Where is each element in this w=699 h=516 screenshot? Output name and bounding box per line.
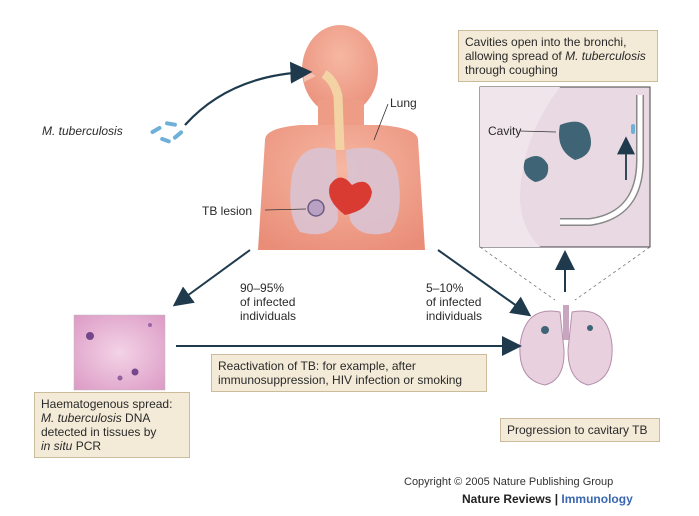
inhalation-arrow [184,61,313,126]
pct-right: 5–10% of infected individuals [426,281,482,323]
arrow-to-progression [437,249,532,317]
cavities-line1: Cavities open into the bronchi, [465,35,627,49]
lung-label: Lung [390,96,417,110]
haem-line4-text: PCR [72,439,102,453]
haem-line2-text: DNA [121,411,151,425]
cavity-leader-line [519,130,557,133]
tb-lesion-label: TB lesion [202,204,253,218]
journal-name: Nature Reviews | Immunology [462,492,633,506]
zoom-line-left [479,246,556,301]
mtb-label: M. tuberculosis [42,124,123,138]
haem-line1: Haematogenous spread: [41,397,173,411]
haem-line2-italic: M. tuberculosis [41,411,122,425]
pct-left-value: 90–95% [240,281,285,295]
reactivation-line2: immunosuppression, HIV infection or smok… [218,373,463,387]
pct-left-line2: of infected [240,295,296,309]
journal-title: Nature Reviews [462,492,552,506]
pct-left: 90–95% of infected individuals [240,281,296,323]
haem-line3: detected in tissues by [41,425,157,439]
cavities-line2-text: allowing spread of [465,49,562,63]
tissue-micrograph [73,314,166,391]
haem-line4-italic: in situ [41,439,73,453]
cavity-inset [479,86,651,248]
lung-leader-line [373,103,389,141]
haem-line2: M. tuberculosis DNA [41,411,183,425]
progression-box: Progression to cavitary TB [500,418,660,442]
human-body [258,25,425,250]
reactivation-box: Reactivation of TB: for example, after i… [211,354,487,392]
small-lungs [519,305,613,386]
bacteria-cluster [150,121,184,144]
haem-line4: in situ PCR [41,439,183,453]
cavities-box: Cavities open into the bronchi, allowing… [458,30,658,82]
pct-right-line3: individuals [426,309,483,323]
progression-text: Progression to cavitary TB [507,423,648,437]
haematogenous-box: Haematogenous spread: M. tuberculosis DN… [34,392,190,458]
zoom-line-right [574,246,651,301]
pct-left-line3: individuals [240,309,297,323]
tb-lesion-leader-line [264,208,307,211]
cavity-label: Cavity [488,124,522,138]
reactivation-line1: Reactivation of TB: for example, after [218,359,416,373]
pct-right-line2: of infected [426,295,482,309]
arrow-to-haematogenous [172,249,251,307]
pct-right-value: 5–10% [426,281,464,295]
copyright-text: Copyright © 2005 Nature Publishing Group [404,476,614,488]
cavities-line2: allowing spread of M. tuberculosis [465,49,651,63]
cavities-line2-italic: M. tuberculosis [565,49,646,63]
journal-section: Immunology [561,492,633,506]
journal-separator: | [551,492,562,506]
cavities-line3: through coughing [465,63,558,77]
